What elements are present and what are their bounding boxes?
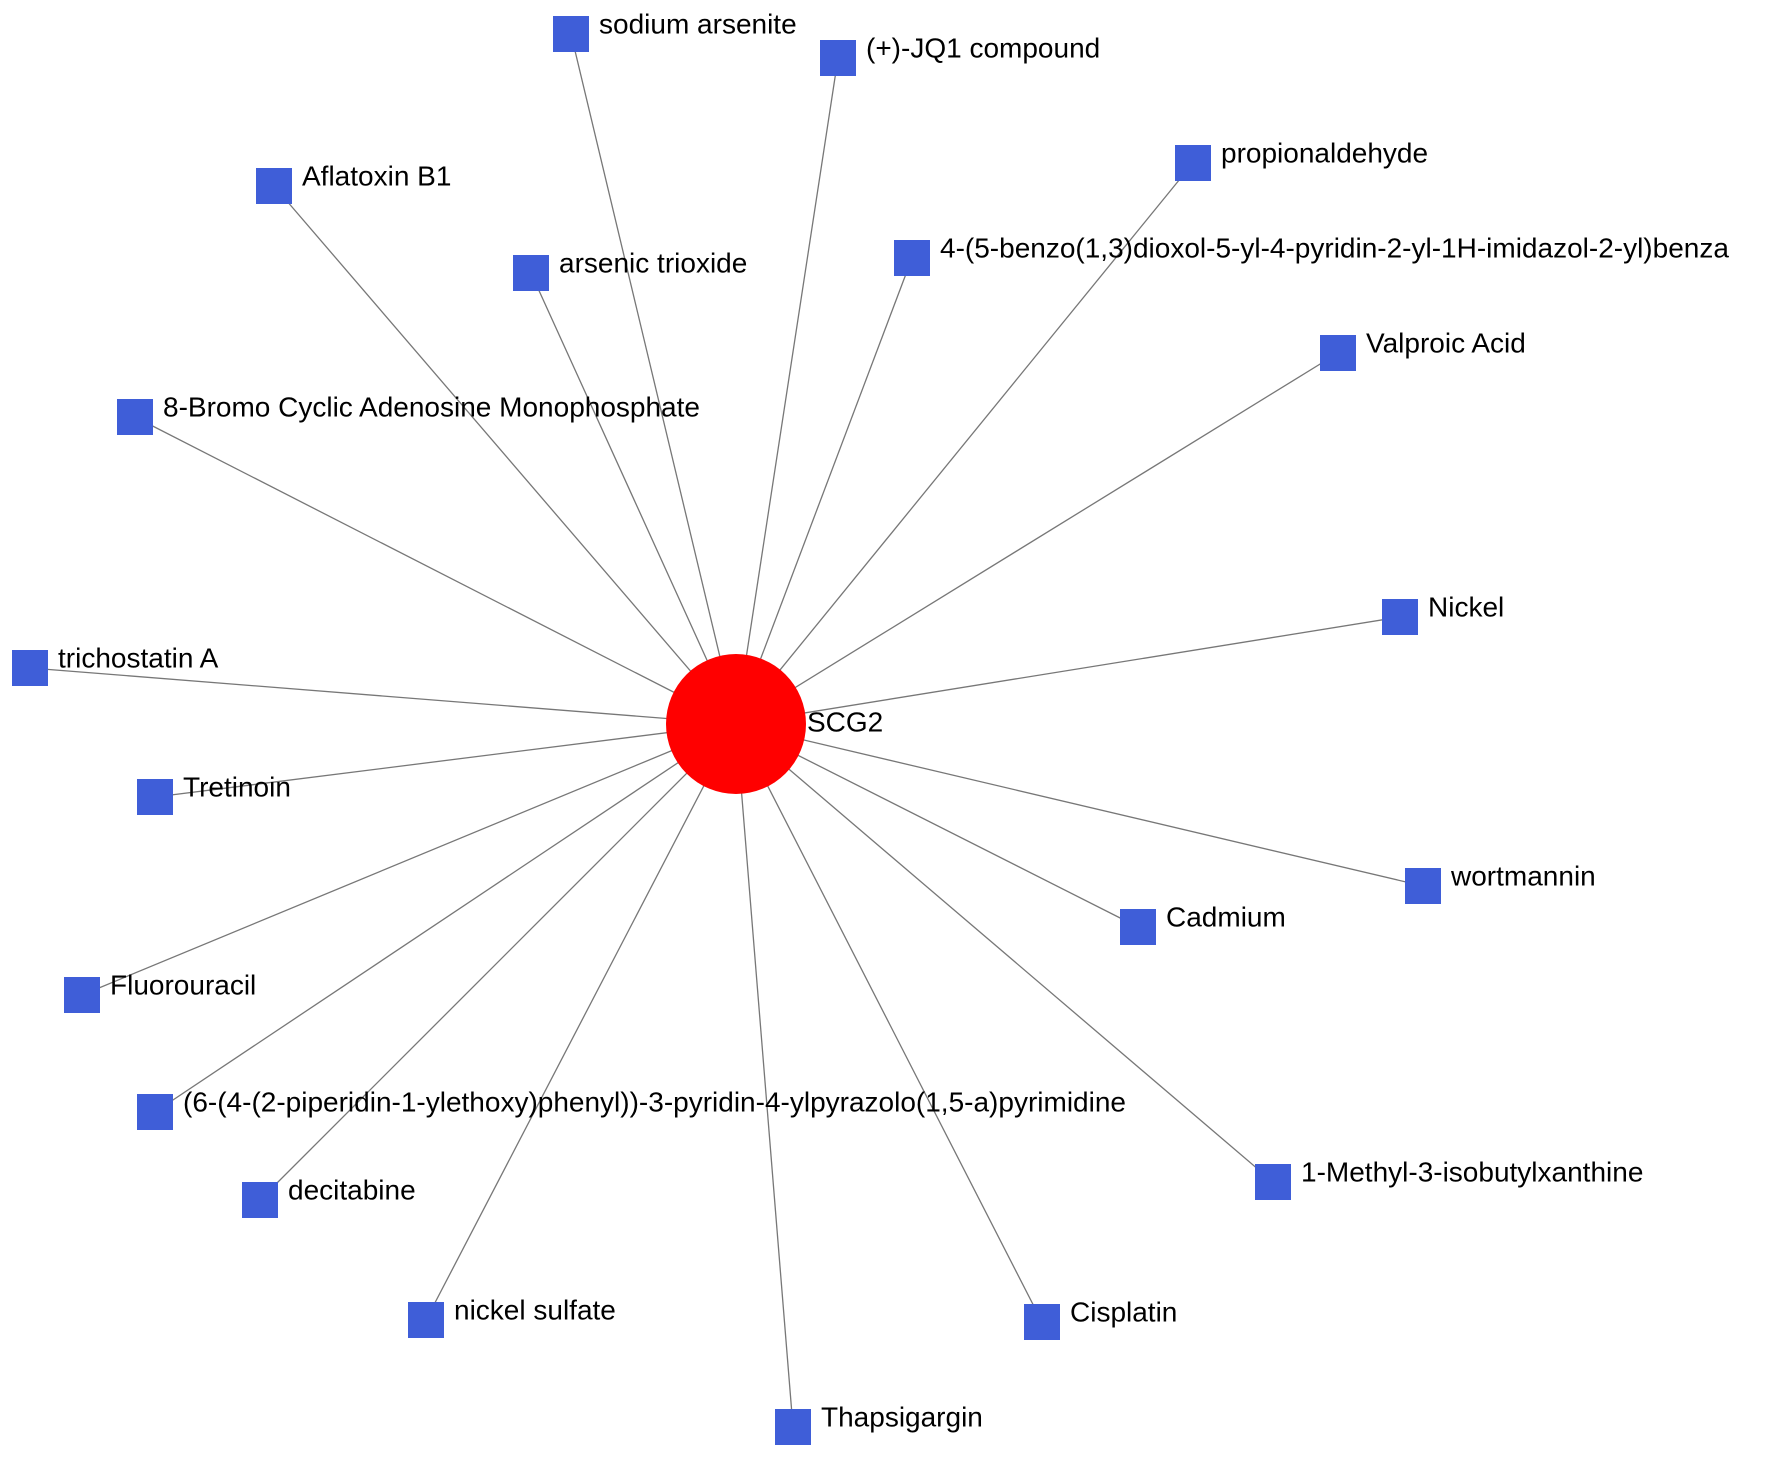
node-label-trichostatin-a: trichostatin A xyxy=(58,642,219,673)
node-square-cisplatin[interactable] xyxy=(1024,1304,1060,1340)
edge-tretinoin xyxy=(154,723,737,798)
node-square-nickel-sulfate[interactable] xyxy=(408,1302,444,1338)
node-label-aflatoxin-b1: Aflatoxin B1 xyxy=(302,160,451,191)
node-square-arsenic-trioxide[interactable] xyxy=(513,255,549,291)
edge-1-methyl-3-isobutylxanthine xyxy=(735,723,1274,1183)
node-square-decitabine[interactable] xyxy=(242,1182,278,1218)
node-square-wortmannin[interactable] xyxy=(1405,868,1441,904)
edge-arsenic-trioxide xyxy=(530,272,737,725)
node-fluorouracil[interactable]: Fluorouracil xyxy=(64,969,256,1013)
edge-valproic-acid xyxy=(735,352,1339,725)
node-cisplatin[interactable]: Cisplatin xyxy=(1024,1296,1177,1340)
nodes: sodium arsenite (+)-JQ1 compoundAflatoxin… xyxy=(12,8,1729,1445)
node-sodium-arsenite[interactable]: sodium arsenite xyxy=(553,8,797,52)
edge-decitabine xyxy=(259,723,737,1201)
node-decitabine[interactable]: decitabine xyxy=(242,1174,416,1218)
node-label-thapsigargin: Thapsigargin xyxy=(821,1401,983,1432)
hub-node[interactable]: SCG2 xyxy=(666,654,883,794)
edge-nickel-sulfate xyxy=(425,723,737,1321)
edge-cadmium xyxy=(735,723,1139,928)
node-square-cadmium[interactable] xyxy=(1120,909,1156,945)
node-thapsigargin[interactable]: Thapsigargin xyxy=(775,1401,983,1445)
node-label-decitabine: decitabine xyxy=(288,1174,416,1205)
node-square-valproic-acid[interactable] xyxy=(1320,335,1356,371)
hub-circle[interactable] xyxy=(666,654,806,794)
edge-8-bromo-camp xyxy=(134,416,737,725)
node-label-propionaldehyde: propionaldehyde xyxy=(1221,137,1428,168)
node-label-jq1-compound: (+)-JQ1 compound xyxy=(866,32,1100,63)
edge-cisplatin xyxy=(735,723,1043,1323)
node-wortmannin[interactable]: wortmannin xyxy=(1405,860,1596,904)
node-label-arsenic-trioxide: arsenic trioxide xyxy=(559,247,747,278)
node-label-1-methyl-3-isobutylxanthine: 1-Methyl-3-isobutylxanthine xyxy=(1301,1156,1643,1187)
node-aflatoxin-b1[interactable]: Aflatoxin B1 xyxy=(256,160,451,204)
node-square-nickel[interactable] xyxy=(1382,599,1418,635)
node-1-methyl-3-isobutylxanthine[interactable]: 1-Methyl-3-isobutylxanthine xyxy=(1255,1156,1643,1200)
node-square-aflatoxin-b1[interactable] xyxy=(256,168,292,204)
edges xyxy=(29,33,1424,1428)
edge-wortmannin xyxy=(735,723,1424,887)
node-label-nickel: Nickel xyxy=(1428,591,1504,622)
node-piperidin-pyrazolo[interactable]: (6-(4-(2-piperidin-1-ylethoxy)phenyl))-3… xyxy=(137,1086,1126,1130)
node-label-8-bromo-camp: 8-Bromo Cyclic Adenosine Monophosphate xyxy=(163,391,700,422)
node-label-cisplatin: Cisplatin xyxy=(1070,1296,1177,1327)
node-label-benzodioxol-imidazol: 4-(5-benzo(1,3)dioxol-5-yl-4-pyridin-2-y… xyxy=(940,232,1729,263)
node-square-fluorouracil[interactable] xyxy=(64,977,100,1013)
node-valproic-acid[interactable]: Valproic Acid xyxy=(1320,327,1526,371)
edge-thapsigargin xyxy=(735,723,794,1428)
node-propionaldehyde[interactable]: propionaldehyde xyxy=(1175,137,1428,181)
node-jq1-compound[interactable]: (+)-JQ1 compound xyxy=(820,32,1100,76)
edge-aflatoxin-b1 xyxy=(273,185,737,725)
node-square-thapsigargin[interactable] xyxy=(775,1409,811,1445)
node-square-propionaldehyde[interactable] xyxy=(1175,145,1211,181)
node-trichostatin-a[interactable]: trichostatin A xyxy=(12,642,219,686)
edge-propionaldehyde xyxy=(735,162,1194,725)
node-label-nickel-sulfate: nickel sulfate xyxy=(454,1294,616,1325)
node-label-cadmium: Cadmium xyxy=(1166,901,1286,932)
node-arsenic-trioxide[interactable]: arsenic trioxide xyxy=(513,247,747,291)
hub-label: SCG2 xyxy=(807,706,883,737)
edge-sodium-arsenite xyxy=(570,33,737,725)
edge-benzodioxol-imidazol xyxy=(735,257,913,725)
edge-piperidin-pyrazolo xyxy=(154,723,737,1113)
node-benzodioxol-imidazol[interactable]: 4-(5-benzo(1,3)dioxol-5-yl-4-pyridin-2-y… xyxy=(894,232,1729,276)
node-tretinoin[interactable]: Tretinoin xyxy=(137,771,291,815)
node-label-piperidin-pyrazolo: (6-(4-(2-piperidin-1-ylethoxy)phenyl))-3… xyxy=(183,1086,1126,1117)
node-label-valproic-acid: Valproic Acid xyxy=(1366,327,1526,358)
node-8-bromo-camp[interactable]: 8-Bromo Cyclic Adenosine Monophosphate xyxy=(117,391,700,435)
node-square-trichostatin-a[interactable] xyxy=(12,650,48,686)
node-label-wortmannin: wortmannin xyxy=(1450,860,1596,891)
node-square-8-bromo-camp[interactable] xyxy=(117,399,153,435)
node-label-sodium-arsenite: sodium arsenite xyxy=(599,8,797,39)
node-label-fluorouracil: Fluorouracil xyxy=(110,969,256,1000)
node-square-benzodioxol-imidazol[interactable] xyxy=(894,240,930,276)
node-square-sodium-arsenite[interactable] xyxy=(553,16,589,52)
node-cadmium[interactable]: Cadmium xyxy=(1120,901,1286,945)
node-square-1-methyl-3-isobutylxanthine[interactable] xyxy=(1255,1164,1291,1200)
node-nickel[interactable]: Nickel xyxy=(1382,591,1504,635)
node-label-tretinoin: Tretinoin xyxy=(183,771,291,802)
node-square-tretinoin[interactable] xyxy=(137,779,173,815)
node-square-jq1-compound[interactable] xyxy=(820,40,856,76)
node-nickel-sulfate[interactable]: nickel sulfate xyxy=(408,1294,616,1338)
edge-jq1-compound xyxy=(735,57,839,725)
edge-fluorouracil xyxy=(81,723,737,996)
node-square-piperidin-pyrazolo[interactable] xyxy=(137,1094,173,1130)
edge-trichostatin-a xyxy=(29,667,737,725)
edge-nickel xyxy=(735,616,1401,725)
